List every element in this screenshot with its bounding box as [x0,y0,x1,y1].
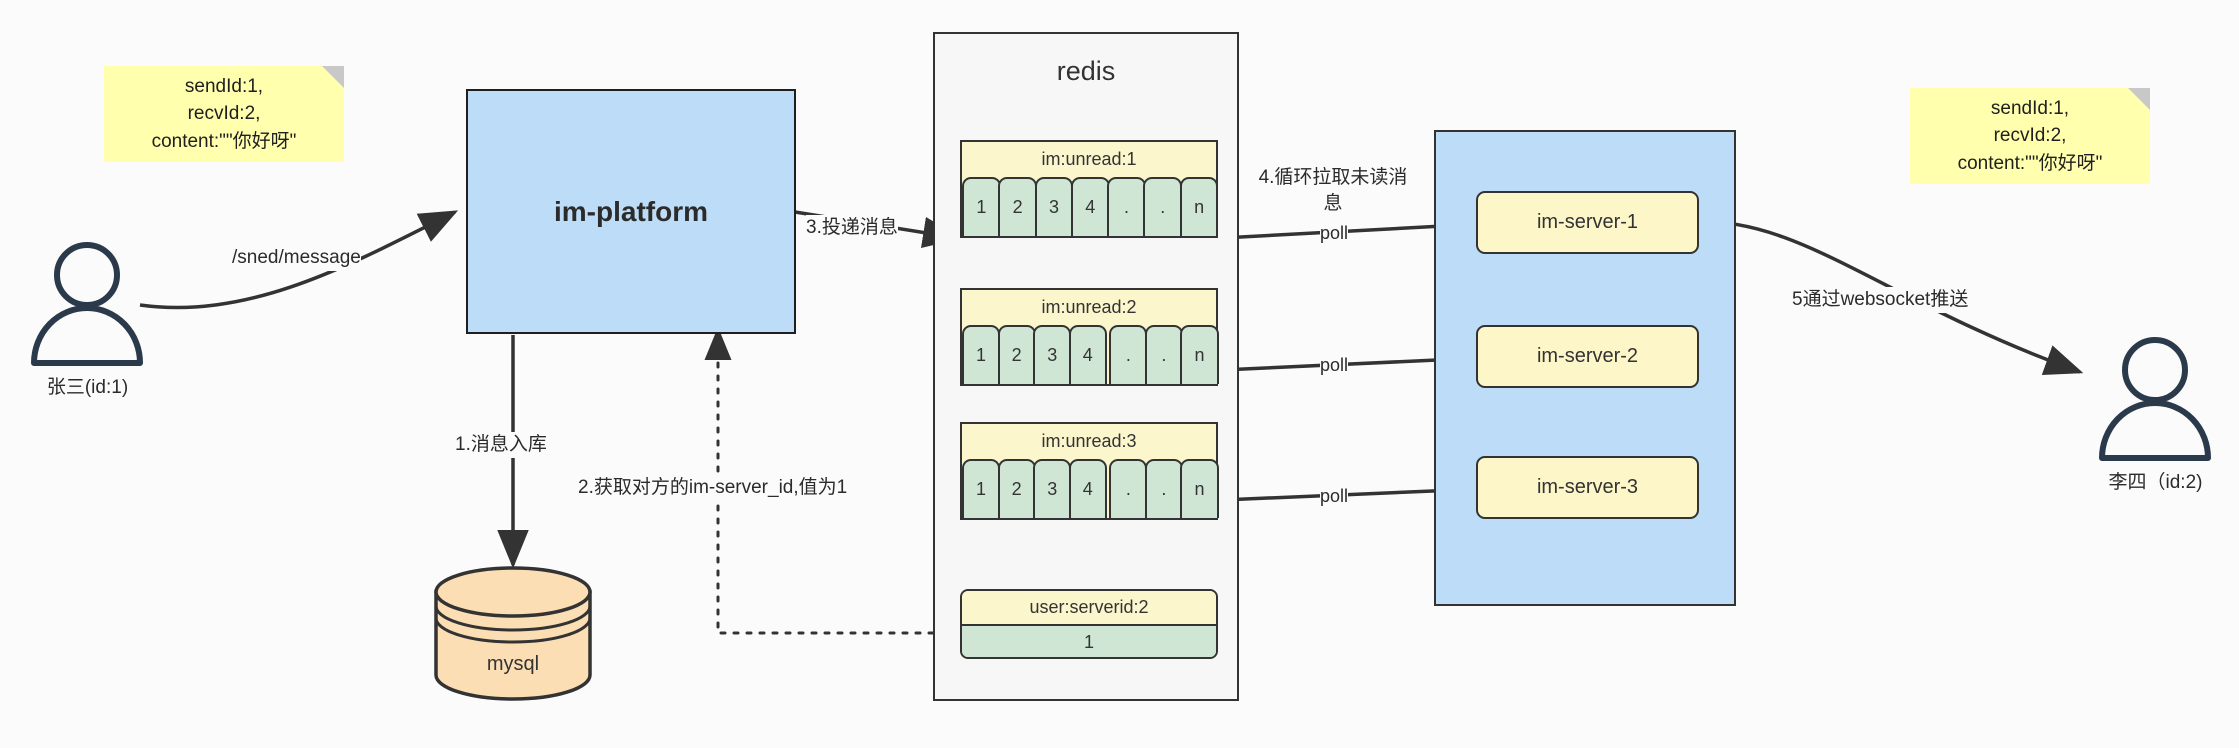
queue-cell: 1 [962,459,1001,518]
user-icon [31,242,143,366]
kv-value-label: 1 [962,624,1216,657]
im-server-1-box[interactable]: im-server-1 [1476,191,1699,254]
queue-cells: 1 2 3 4 . . n [962,459,1219,518]
actor-receiver-caption: 李四（id:2) [2108,472,2203,493]
edge-label-send-message: /sned/message [232,245,361,271]
actor-sender: 张三(id:1) [20,230,155,400]
im-server-2-label: im-server-2 [1536,345,1639,367]
redis-queue-im-unread-1[interactable]: im:unread:1 1 2 3 4 . . n [960,140,1219,238]
queue-cell: . [1109,325,1148,384]
edge-label-poll-2: poll [1320,353,1349,378]
queue-cell: . [1109,459,1148,518]
actor-sender-caption: 张三(id:1) [46,377,129,398]
im-server-1-label: im-server-1 [1536,211,1639,233]
mysql-database[interactable]: mysql [430,566,596,701]
mysql-label: mysql [487,653,539,675]
redis-queue-im-unread-3[interactable]: im:unread:3 1 2 3 4 . . n [960,422,1219,520]
queue-cell: 1 [962,325,1001,384]
queue-cell: n [1180,325,1219,384]
queue-cell: 2 [997,325,1036,384]
redis-kv-user-serverid[interactable]: user:serverid:2 1 [960,589,1218,659]
edge-label-step4: 4.循环拉取未读消 息 [1258,165,1408,217]
redis-queue-im-unread-2[interactable]: im:unread:2 1 2 3 4 . . n [960,288,1219,386]
queue-key-label: im:unread:1 [962,142,1216,177]
edge-label-poll-1: poll [1320,221,1349,246]
note-fold-icon [322,66,344,88]
queue-cell: 4 [1068,459,1107,518]
user-icon [2099,337,2211,461]
queue-key-label: im:unread:3 [962,424,1216,459]
queue-cells: 1 2 3 4 . . n [962,325,1219,384]
queue-cell: n [1179,177,1219,236]
queue-cell: . [1144,325,1183,384]
database-cylinder-icon: mysql [434,566,592,701]
queue-cells: 1 2 3 4 . . n [962,177,1219,236]
queue-cell: 3 [1033,325,1072,384]
queue-cell: 3 [1034,177,1074,236]
queue-cell: n [1180,459,1219,518]
queue-cell: . [1107,177,1146,236]
queue-cell: 3 [1033,459,1072,518]
queue-cell: 4 [1068,325,1107,384]
note-fold-icon [2128,88,2150,110]
im-server-3-box[interactable]: im-server-3 [1476,456,1699,519]
queue-cell: . [1143,177,1183,236]
note-sender-payload: sendId:1, recvId:2, content:""你好呀" [104,66,344,162]
edge-label-step5: 5通过websocket推送 [1792,287,1969,313]
queue-cell: 4 [1070,177,1110,236]
im-server-3-label: im-server-3 [1536,476,1639,498]
queue-cell: 2 [998,177,1038,236]
im-platform-box[interactable]: im-platform [466,89,796,334]
edge-label-step2: 2.获取对方的im-server_id,值为1 [578,475,848,501]
queue-cell: 2 [997,459,1036,518]
queue-key-label: im:unread:2 [962,290,1216,325]
edge-label-poll-3: poll [1320,484,1349,509]
note-receiver-text: sendId:1, recvId:2, content:""你好呀" [1957,97,2103,174]
im-server-2-box[interactable]: im-server-2 [1476,325,1699,388]
note-sender-text: sendId:1, recvId:2, content:""你好呀" [151,75,297,152]
kv-key-label: user:serverid:2 [962,591,1216,624]
note-receiver-payload: sendId:1, recvId:2, content:""你好呀" [1910,88,2150,184]
queue-cell: . [1144,459,1183,518]
redis-label: redis [1056,56,1116,86]
queue-cell: 1 [962,177,1001,236]
edge-label-step1: 1.消息入库 [455,432,547,458]
im-platform-label: im-platform [554,195,708,227]
edge-label-step3: 3.投递消息 [806,215,898,241]
actor-receiver: 李四（id:2) [2088,325,2223,495]
